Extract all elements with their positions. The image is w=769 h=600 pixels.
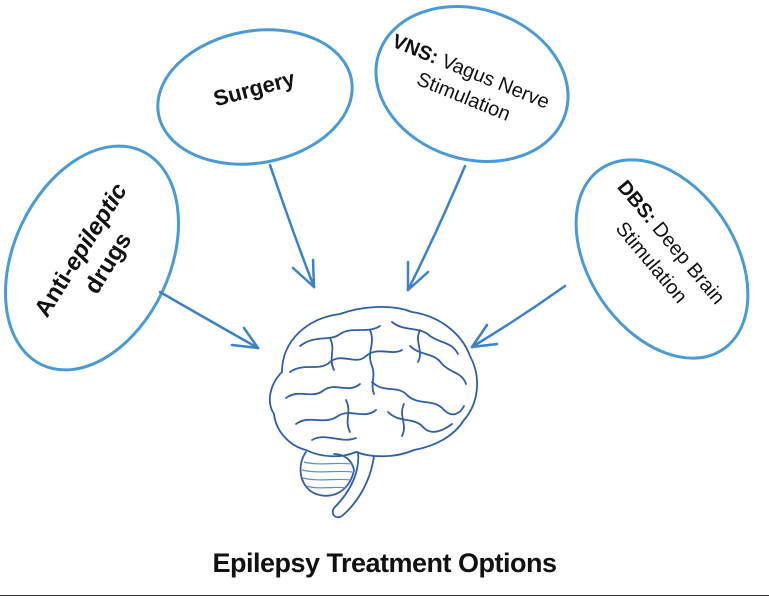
cerebellum-shading <box>301 461 353 489</box>
diagram-caption: Epilepsy Treatment Options <box>212 548 557 578</box>
arrow-from-vns <box>406 164 467 292</box>
dbs-ellipse <box>574 158 750 360</box>
antiepileptic-ellipse <box>3 144 181 372</box>
surgery-ellipse <box>156 28 354 166</box>
dbs-label: DBS: Deep Brain Stimulation <box>591 176 732 331</box>
arrow-from-antiepileptic <box>158 290 260 350</box>
antiepileptic-label: Anti-epileptic drugs <box>29 173 161 338</box>
vns-label: VNS: Vagus Nerve Stimulation <box>379 30 557 139</box>
arrow-from-surgery <box>268 163 316 289</box>
brain-icon <box>268 306 478 519</box>
surgery-label: Surgery <box>211 65 299 111</box>
vns-ellipse <box>374 5 570 163</box>
arrow-from-dbs <box>470 284 567 349</box>
bottom-divider <box>0 595 769 596</box>
